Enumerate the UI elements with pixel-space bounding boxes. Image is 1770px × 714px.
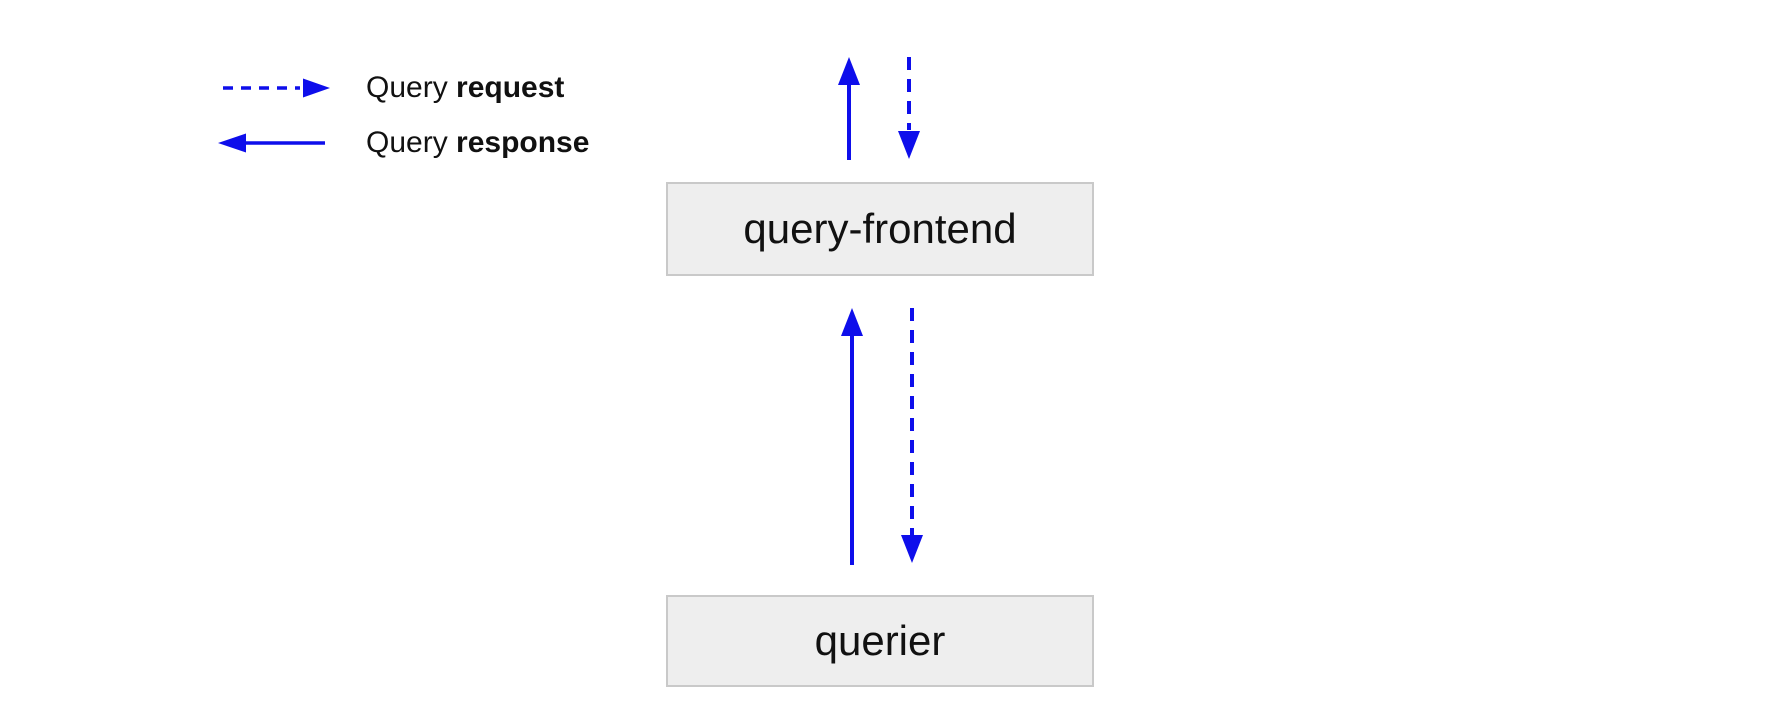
edge-group-above-query-frontend (838, 57, 920, 160)
query-request-arrow-icon (223, 78, 330, 98)
response-arrow-up-icon (841, 308, 863, 565)
legend-label-query-request: Query request (366, 70, 564, 106)
legend-label-prefix: Query (366, 126, 457, 159)
legend-label-query-response: Query response (366, 125, 589, 161)
node-query-frontend-label: query-frontend (743, 205, 1017, 252)
edge-group-frontend-querier (841, 308, 923, 565)
node-querier: querier (666, 595, 1094, 687)
node-query-frontend: query-frontend (666, 182, 1094, 276)
request-arrow-down-icon (898, 57, 920, 159)
response-arrow-up-icon (838, 57, 860, 160)
legend-label-emphasis: response (456, 126, 590, 159)
legend-label-emphasis: request (456, 71, 565, 104)
node-querier-label: querier (814, 617, 946, 664)
request-arrow-down-icon (901, 308, 923, 563)
query-response-arrow-icon (218, 133, 325, 153)
legend-label-prefix: Query (366, 71, 457, 104)
